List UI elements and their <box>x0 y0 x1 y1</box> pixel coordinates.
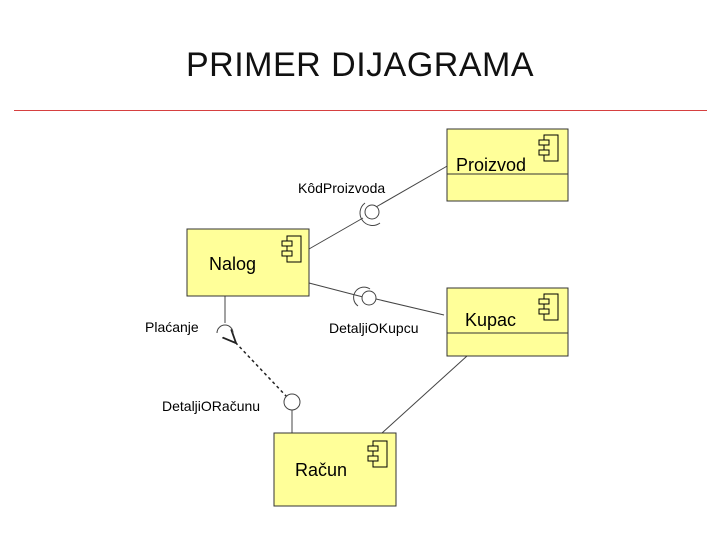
interface-label-detaljioracunu: DetaljiORačunu <box>162 398 260 414</box>
socket-kodproizvoda <box>359 202 381 226</box>
interface-label-placanje: Plaćanje <box>145 319 199 335</box>
interface-label-kodproizvoda: KôdProizvoda <box>298 180 385 196</box>
component-proizvod[interactable]: Proizvod <box>446 128 569 202</box>
connector-proizvod-kodproizvoda <box>375 164 450 208</box>
component-name-nalog: Nalog <box>209 254 256 274</box>
component-name-proizvod: Proizvod <box>456 155 526 175</box>
component-racun[interactable]: Račun <box>273 432 397 507</box>
interface-circle-detaljioracunu <box>283 393 301 411</box>
interface-label-detaljiokupcu: DetaljiOKupcu <box>329 320 419 336</box>
page-title: PRIMER DIJAGRAMA <box>185 46 535 84</box>
connector-nalog-detaljiokupcu <box>308 282 364 298</box>
socket-placanje <box>216 324 234 334</box>
interface-circle-detaljiokupcu <box>361 290 377 306</box>
dependency-arrow <box>235 342 288 398</box>
component-name-racun: Račun <box>295 460 347 480</box>
connector-nalog-kodproizvoda <box>308 217 364 250</box>
component-kupac[interactable]: Kupac <box>446 287 569 357</box>
connector-kupac-detaljiokupcu <box>375 298 445 316</box>
component-name-kupac: Kupac <box>465 310 516 330</box>
component-nalog[interactable]: Nalog <box>186 228 310 297</box>
socket-detaljiokupcu <box>353 286 371 307</box>
connector-kupac-racun <box>381 355 468 434</box>
interface-circle-kodproizvoda <box>364 204 380 220</box>
title-divider <box>14 110 707 111</box>
